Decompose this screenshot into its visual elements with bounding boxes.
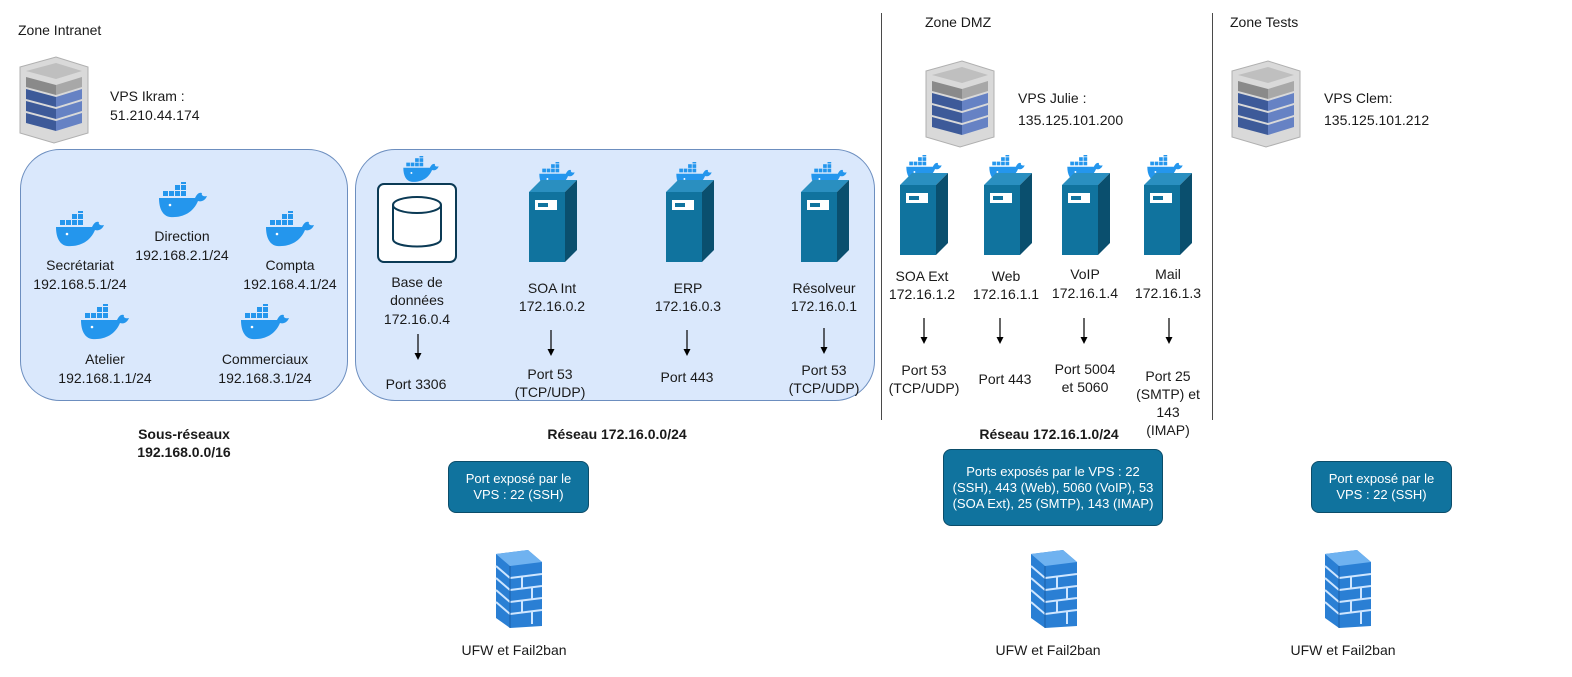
subnet-secretariat-ip: 192.168.5.1/24	[33, 276, 127, 292]
dmz-firewall-label: UFW et Fail2ban	[995, 642, 1101, 658]
firewall-icon	[1029, 548, 1079, 628]
subnets-cidr: 192.168.0.0/16	[137, 444, 231, 460]
docker-whale-icon	[55, 211, 105, 249]
subnet-direction-name: Direction	[154, 228, 210, 244]
vps-clem-ip: 135.125.101.212	[1324, 112, 1430, 128]
intranet-firewall-label: UFW et Fail2ban	[461, 642, 567, 658]
arrow-down-icon	[919, 318, 929, 344]
arrow-down-icon	[819, 328, 829, 354]
service-erp-ip: 172.16.0.3	[654, 298, 722, 314]
server-tower-icon	[797, 174, 851, 264]
service-soa-ext-port: Port 53	[901, 362, 947, 378]
network-172-16-1-title: Réseau 172.16.1.0/24	[979, 426, 1119, 442]
service-web-ip: 172.16.1.1	[972, 286, 1040, 302]
service-mail-port4: (IMAP)	[1146, 422, 1190, 438]
service-soa-ext-port2: (TCP/UDP)	[888, 380, 960, 396]
dmz-exposed-line2: (SSH), 443 (Web), 5060 (VoIP), 53	[952, 479, 1154, 495]
vps-julie-ip: 135.125.101.200	[1018, 112, 1124, 128]
service-mail-port: Port 25	[1145, 368, 1191, 384]
service-mail-ip: 172.16.1.3	[1134, 285, 1202, 301]
server-tower-icon	[1058, 167, 1112, 257]
zone-dmz-title: Zone DMZ	[925, 14, 992, 30]
zone-intranet-title: Zone Intranet	[18, 22, 102, 38]
service-soa-int-ip: 172.16.0.2	[518, 298, 586, 314]
dmz-exposed-ports-badge: Ports exposés par le VPS : 22(SSH), 443 …	[943, 449, 1163, 526]
zone-divider-dmz	[881, 13, 882, 420]
docker-whale-icon	[240, 304, 290, 342]
arrow-down-icon	[546, 330, 556, 356]
subnet-commerciaux-ip: 192.168.3.1/24	[218, 370, 312, 386]
intranet-exposed-line2: VPS : 22 (SSH)	[473, 487, 564, 502]
service-db-port: Port 3306	[385, 376, 447, 392]
arrow-down-icon	[682, 330, 692, 356]
service-mail-name: Mail	[1155, 266, 1181, 282]
dmz-exposed-line3: (SOA Ext), 25 (SMTP), 143 (IMAP)	[952, 495, 1154, 511]
service-soa-int-port: Port 53	[527, 366, 573, 382]
service-resolveur-name: Résolveur	[792, 280, 856, 296]
subnet-secretariat-name: Secrétariat	[46, 257, 114, 273]
service-db-name2: données	[390, 292, 444, 308]
server-tower-icon	[980, 167, 1034, 257]
server-rack-icon	[922, 55, 996, 153]
service-soa-ext-name: SOA Ext	[895, 268, 949, 284]
service-soa-ext-ip: 172.16.1.2	[888, 286, 956, 302]
zone-divider-tests	[1212, 13, 1213, 420]
service-mail-port3: 143	[1156, 404, 1180, 420]
arrow-down-icon	[413, 334, 423, 360]
arrow-down-icon	[1164, 318, 1174, 344]
service-web-name: Web	[991, 268, 1021, 284]
intranet-exposed-line1: Port exposé par le	[465, 471, 572, 486]
firewall-icon	[494, 548, 544, 628]
service-erp-port: Port 443	[660, 369, 714, 385]
tests-exposed-line2: VPS : 22 (SSH)	[1336, 487, 1427, 502]
subnet-compta-name: Compta	[265, 257, 315, 273]
service-soa-int-port2: (TCP/UDP)	[514, 384, 586, 400]
firewall-icon	[1323, 548, 1373, 628]
server-tower-icon	[896, 167, 950, 257]
network-172-16-0-title: Réseau 172.16.0.0/24	[547, 426, 687, 442]
docker-whale-icon	[402, 156, 440, 184]
vps-clem-name: VPS Clem:	[1324, 90, 1393, 106]
server-rack-icon	[16, 55, 90, 145]
vps-ikram-ip: 51.210.44.174	[110, 107, 200, 123]
server-tower-icon	[662, 174, 716, 264]
service-voip-port2: et 5060	[1061, 379, 1109, 395]
docker-whale-icon	[265, 211, 315, 249]
subnet-atelier-ip: 192.168.1.1/24	[58, 370, 152, 386]
subnets-title: Sous-réseaux	[138, 426, 230, 442]
service-voip-port: Port 5004	[1054, 361, 1116, 377]
arrow-down-icon	[995, 318, 1005, 344]
service-mail-port2: (SMTP) et	[1136, 386, 1200, 402]
service-soa-int-name: SOA Int	[527, 280, 577, 296]
vps-julie-name: VPS Julie :	[1018, 90, 1087, 106]
dmz-exposed-line1: Ports exposés par le VPS : 22	[966, 463, 1140, 479]
service-voip-name: VoIP	[1070, 266, 1100, 282]
tests-exposed-line1: Port exposé par le	[1328, 471, 1435, 486]
service-erp-name: ERP	[673, 280, 703, 296]
server-tower-icon	[1140, 167, 1194, 257]
service-voip-ip: 172.16.1.4	[1051, 285, 1119, 301]
server-tower-icon	[525, 174, 579, 264]
service-resolveur-port2: (TCP/UDP)	[788, 380, 860, 396]
service-web-port: Port 443	[978, 371, 1032, 387]
arrow-down-icon	[1079, 318, 1089, 344]
subnet-commerciaux-name: Commerciaux	[221, 351, 309, 367]
service-db-name: Base de	[391, 274, 443, 290]
zone-tests-title: Zone Tests	[1230, 14, 1299, 30]
service-resolveur-ip: 172.16.0.1	[790, 298, 858, 314]
subnet-compta-ip: 192.168.4.1/24	[243, 276, 337, 292]
docker-whale-icon	[80, 304, 130, 342]
tests-firewall-label: UFW et Fail2ban	[1290, 642, 1396, 658]
database-icon	[377, 183, 457, 263]
service-db-ip: 172.16.0.4	[383, 311, 451, 327]
subnet-atelier-name: Atelier	[85, 351, 125, 367]
server-rack-icon	[1228, 55, 1302, 153]
vps-ikram-name: VPS Ikram :	[110, 88, 185, 104]
docker-whale-icon	[158, 182, 208, 220]
service-resolveur-port: Port 53	[801, 362, 847, 378]
subnet-direction-ip: 192.168.2.1/24	[135, 247, 229, 263]
